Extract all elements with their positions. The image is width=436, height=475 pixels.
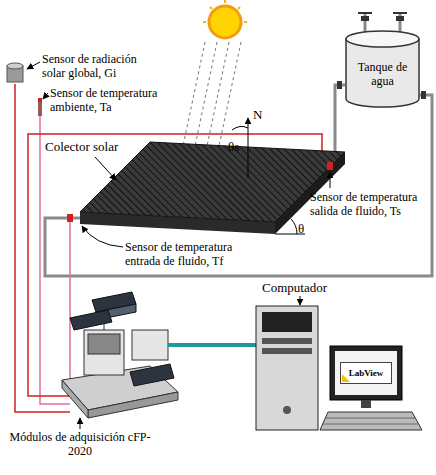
acquisition-modules: [62, 292, 178, 418]
inlet-sensor: [67, 214, 73, 222]
sensor-label: Sensor de temperatura salida de fluido, …: [310, 190, 426, 218]
part-label: Computador: [262, 281, 327, 295]
sun: [203, 0, 247, 38]
zenith-arc: [232, 126, 248, 130]
normal-label: N: [253, 108, 262, 122]
angle-label: θ: [298, 222, 304, 236]
computer: [256, 306, 422, 430]
outlet-sensor: [327, 162, 333, 170]
tank-label: Tanque de agua: [349, 60, 416, 88]
data-cable: [168, 343, 256, 347]
logo-text: LabView: [349, 368, 384, 379]
tilt-arc: [291, 219, 297, 234]
normal-line: [248, 118, 249, 178]
sensor-label: Sensor de temperatura ambiente, Ta: [50, 86, 175, 114]
radiation-sensor: [7, 63, 23, 82]
sensor-label: Sensor de temperatura entrada de fluido,…: [125, 240, 243, 268]
sensor-label: Sensor de radiación solar global, Gi: [42, 52, 160, 80]
software-logo: LabView: [340, 362, 392, 384]
part-label: Colector solar: [45, 140, 118, 154]
ambient-sensor: [38, 98, 42, 116]
part-label: Módulos de adquisición cFP-2020: [5, 430, 155, 458]
angle-label: θs: [228, 140, 239, 154]
leader-lines: [27, 62, 330, 429]
solar-collector: [80, 142, 345, 234]
water-tank: Tanque de agua: [345, 30, 420, 108]
pipes: [45, 12, 432, 276]
